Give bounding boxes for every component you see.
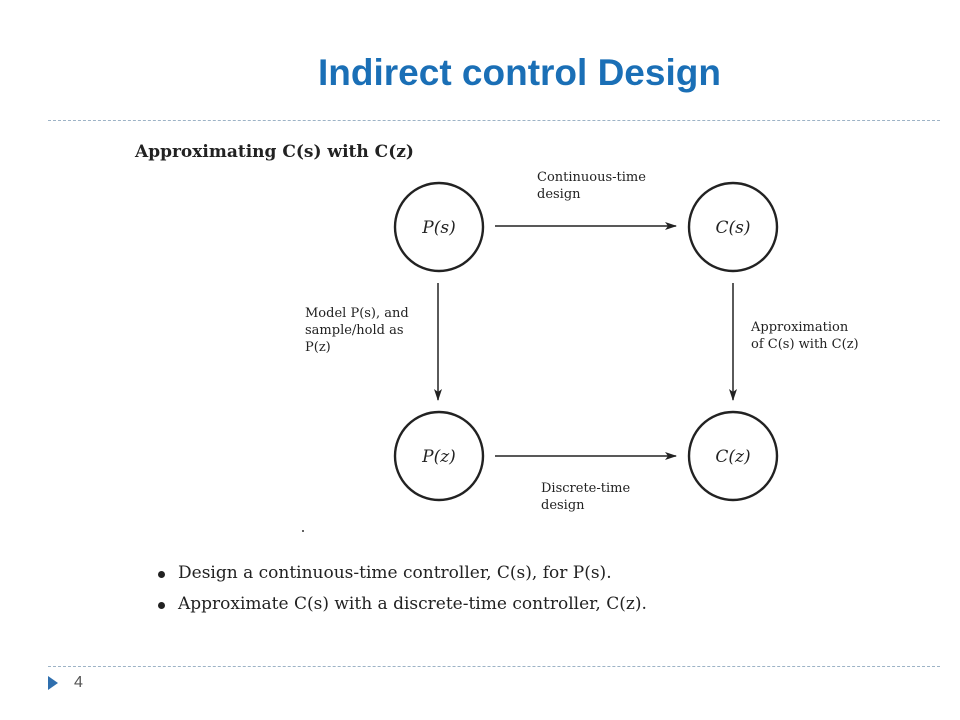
label-bottom-line-1: Discrete-time <box>541 481 630 496</box>
figure-heading: Approximating C(s) with C(z) <box>135 142 414 162</box>
label-top-line-2: design <box>537 187 581 202</box>
label-right-line-2: of C(s) with C(z) <box>751 337 859 352</box>
label-right-line-1: Approximation <box>750 320 849 335</box>
label-model-sample-hold: Model P(s), and sample/hold as P(z) <box>305 306 409 355</box>
node-pz: P(z) <box>393 410 485 502</box>
label-left-line-3: P(z) <box>305 340 331 355</box>
triangle-marker-icon <box>48 676 58 690</box>
bullet-list: Design a continuous-time controller, C(s… <box>158 563 647 625</box>
node-cs: C(s) <box>687 181 779 273</box>
bullet-icon <box>158 602 165 609</box>
bullet-text: Approximate C(s) with a discrete-time co… <box>178 594 647 614</box>
node-cs-label: C(s) <box>716 218 751 238</box>
stray-dot <box>302 530 304 532</box>
bullet-item: Approximate C(s) with a discrete-time co… <box>158 594 647 614</box>
node-ps: P(s) <box>393 181 485 273</box>
label-continuous-time-design: Continuous-time design <box>537 170 646 202</box>
page-number: 4 <box>74 674 83 691</box>
top-divider <box>48 120 940 121</box>
node-ps-label: P(s) <box>421 218 455 238</box>
node-pz-label: P(z) <box>421 447 456 467</box>
slide-title: Indirect control Design <box>318 52 721 93</box>
label-approximation: Approximation of C(s) with C(z) <box>750 320 859 352</box>
label-left-line-2: sample/hold as <box>305 323 404 338</box>
label-bottom-line-2: design <box>541 498 585 513</box>
bullet-icon <box>158 571 165 578</box>
label-discrete-time-design: Discrete-time design <box>541 481 630 513</box>
node-cz: C(z) <box>687 410 779 502</box>
bullet-text: Design a continuous-time controller, C(s… <box>178 563 612 583</box>
node-cz-label: C(z) <box>715 447 750 467</box>
label-left-line-1: Model P(s), and <box>305 306 409 321</box>
label-top-line-1: Continuous-time <box>537 170 646 185</box>
bullet-item: Design a continuous-time controller, C(s… <box>158 563 647 583</box>
bottom-divider <box>48 666 940 667</box>
